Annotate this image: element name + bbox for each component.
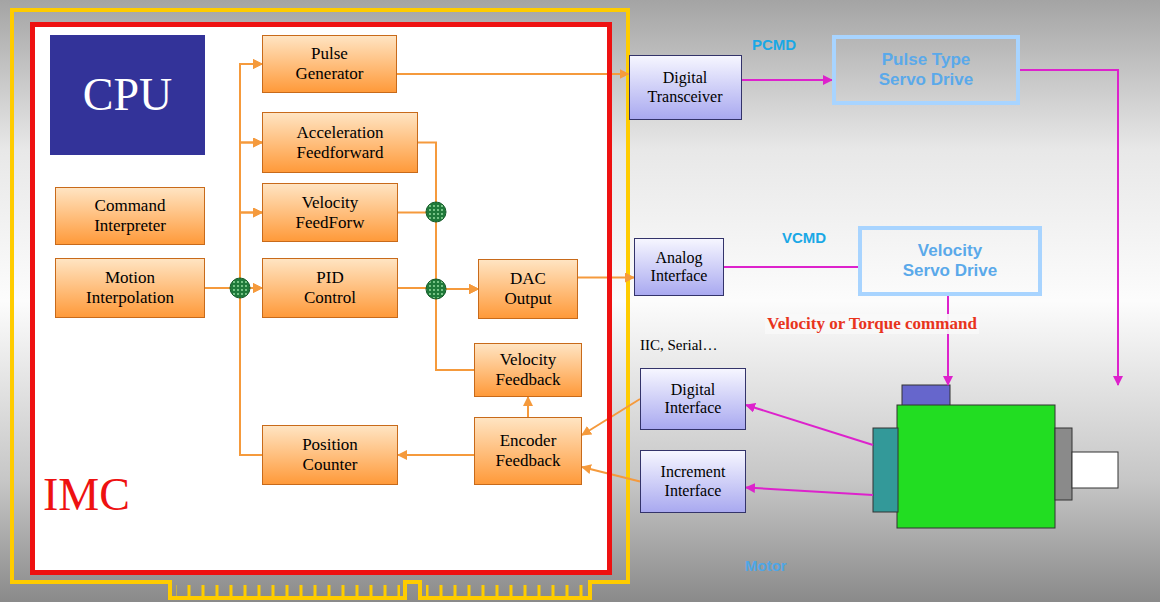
node-text: Digital Interface [653, 381, 733, 418]
cpu-block: CPU [50, 35, 205, 155]
node-text: Command Interpreter [75, 196, 185, 235]
control-flow-arrow [240, 288, 262, 455]
node-text: Motion Interpolation [75, 268, 185, 307]
process-box: Position Counter [262, 425, 398, 485]
servo-drive-box: Pulse Type Servo Drive [832, 35, 1020, 105]
motor-body [897, 405, 1055, 528]
control-flow-arrow [205, 213, 262, 289]
node-text: Velocity Servo Drive [900, 241, 1000, 280]
signal-wire [746, 405, 873, 445]
interface-box: Analog Interface [634, 238, 724, 296]
control-flow-arrow [527, 397, 529, 417]
card-fingers [426, 585, 584, 596]
control-flow-arrow [578, 277, 634, 279]
signal-name: VCMD [782, 229, 826, 246]
process-box: DAC Output [478, 259, 578, 319]
control-flow-arrow [205, 143, 262, 289]
node-text: Digital Transceiver [638, 69, 733, 106]
control-flow-arrow [397, 73, 629, 75]
node-text: Increment Interface [651, 463, 736, 500]
node-text: Position Counter [285, 435, 375, 474]
process-box: PID Control [262, 258, 398, 318]
motor-encoder-cap [902, 385, 950, 407]
control-flow-arrow [418, 143, 478, 290]
interface-box: Increment Interface [640, 450, 746, 513]
node-text: CPU [83, 69, 172, 122]
control-flow-arrow [240, 213, 262, 456]
card-fingers [176, 585, 400, 596]
control-flow-arrow [398, 213, 478, 290]
node-text: PID Control [295, 268, 365, 307]
process-box: Velocity FeedForw [262, 183, 398, 242]
control-flow-arrow [205, 64, 262, 288]
bus-note: IIC, Serial… [640, 337, 717, 354]
control-flow-arrow [398, 454, 474, 456]
controller-board: IMC CPU Pulse GeneratorAcceleration Feedfo… [30, 22, 612, 575]
command-label: Velocity or Torque command [765, 314, 979, 334]
process-box: Velocity Feedback [474, 343, 582, 397]
signal-wire [746, 488, 873, 496]
card-outline [12, 10, 628, 598]
process-box: Motion Interpolation [55, 258, 205, 318]
process-box: Encoder Feedback [474, 417, 582, 485]
signal-wire [947, 296, 949, 385]
node-text: Pulse Type Servo Drive [866, 50, 986, 89]
imc-ground [32, 24, 610, 573]
node-text: IMC [43, 469, 130, 522]
node-text: Encoder Feedback [483, 431, 573, 470]
control-flow-arrow [436, 289, 478, 370]
node-text: DAC Output [493, 269, 563, 308]
node-text: Analog Interface [643, 249, 715, 286]
node-text: Motor [745, 557, 787, 574]
control-flow-arrow [240, 143, 262, 456]
signal-wire [742, 79, 833, 81]
motor-end-cap [1055, 428, 1072, 500]
signal-wire [724, 266, 858, 268]
node-text: Acceleration Feedforward [285, 123, 395, 162]
motor-illustration [873, 385, 1118, 528]
summing-junction [426, 279, 446, 299]
motor-flange [873, 428, 898, 512]
node-text: Velocity FeedForw [285, 193, 375, 232]
interface-box: Digital Interface [640, 368, 746, 430]
node-text: Pulse Generator [285, 44, 375, 83]
process-box: Command Interpreter [55, 187, 205, 245]
signal-name: PCMD [752, 36, 796, 53]
interface-box: Digital Transceiver [629, 55, 742, 120]
motor: Motor [873, 385, 1118, 528]
summing-junction [230, 278, 250, 298]
process-box: Acceleration Feedforward [262, 112, 418, 173]
process-box: Pulse Generator [262, 35, 397, 93]
summing-junction [426, 202, 446, 222]
node-text: Velocity Feedback [483, 350, 573, 389]
motor-shaft [1072, 452, 1118, 488]
control-flow-arrow [240, 64, 262, 455]
servo-drive-box: Velocity Servo Drive [858, 226, 1042, 296]
